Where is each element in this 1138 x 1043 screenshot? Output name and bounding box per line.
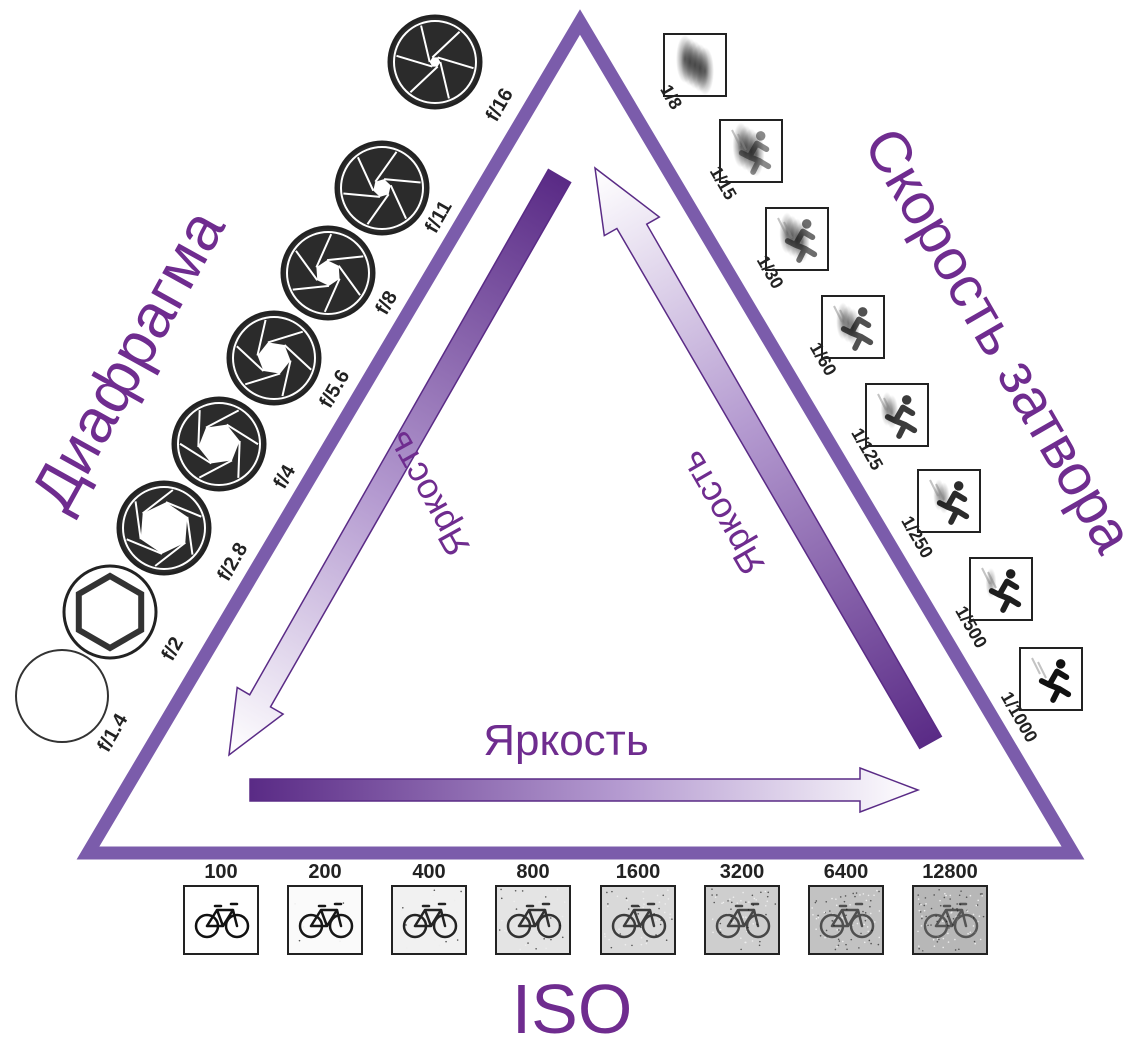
shutter-speed: 1/500 [951,557,1033,652]
iso-value: 3200 [704,861,780,955]
aperture-stop: f/5.6 [226,310,354,412]
shutter-speed: 1/125 [847,383,929,474]
runner-icon [1038,659,1072,703]
aperture-stop: f/11 [334,140,457,237]
aperture-blades-icon [171,396,267,492]
runner-icon [988,569,1022,613]
iso-value: 1600 [600,861,676,955]
aperture-stop-label: f/2 [157,633,188,664]
exposure-triangle-outline [76,9,1085,860]
runner-icon [738,131,772,175]
shutter-speed: 1/60 [806,295,885,379]
shutter-speed: 1/8 [656,33,727,113]
aperture-blades-icon [226,310,322,406]
aperture-stop-label: f/16 [482,85,518,126]
runner-icon [936,481,970,525]
aperture-stop: f/2 [62,564,188,665]
bicycle-icon [506,902,562,939]
iso-value-label: 3200 [720,861,765,883]
aperture-blades-icon [387,14,483,110]
runner-icon [784,219,818,263]
iso-value-label: 400 [412,861,445,883]
aperture-stop-label: f/8 [371,287,402,318]
iso-value-label: 200 [308,861,341,883]
bicycle-icon [298,902,354,939]
iso-value: 800 [495,861,571,955]
iso-value: 400 [391,861,467,955]
brightness-arrow-right [594,166,943,750]
brightness-arrow-left [228,168,572,757]
bicycle-icon [715,902,771,939]
iso-value-label: 800 [516,861,549,883]
bicycle-icon [819,902,875,939]
aperture-stop: f/16 [387,14,518,126]
shutter-speed: 1/1000 [997,647,1083,746]
bicycle-icon [923,902,979,939]
bicycle-icon [611,902,667,939]
iso-value-label: 6400 [824,861,869,883]
runner-icon [884,395,918,439]
shutter-speed: 1/15 [706,119,783,203]
shutter-speed: 1/250 [897,469,981,562]
shutter-speed-title: Скорость затвора [851,117,1138,564]
iso-value-label: 100 [204,861,237,883]
iso-value: 200 [287,861,363,955]
aperture-stop-label: f/4 [269,461,300,493]
bicycle-icon [402,902,458,939]
iso-value: 100 [183,861,259,955]
bicycle-icon [194,902,250,939]
iso-value: 6400 [808,861,884,955]
aperture-stop: f/4 [171,396,301,493]
aperture-open-icon [15,649,109,743]
brightness-arrow-bottom [249,766,921,814]
iso-value: 12800 [912,861,988,955]
aperture-stop: f/1.4 [15,649,133,756]
runner-icon [840,307,874,351]
aperture-blades-icon [62,564,158,660]
iso-value-label: 12800 [922,861,978,883]
iso-title: ISO [512,970,633,1043]
aperture-stop: f/8 [280,225,402,321]
aperture-blades-icon [116,480,212,576]
aperture-blades-icon [334,140,430,236]
iso-values: 100 200 400 800 1600 3200 6400 12800 [183,861,988,955]
iso-value-label: 1600 [616,861,661,883]
brightness-label-bottom: Яркость [483,716,649,765]
aperture-blades-icon [280,225,376,321]
aperture-stop: f/2.8 [116,480,252,585]
shutter-speed: 1/30 [753,207,829,292]
